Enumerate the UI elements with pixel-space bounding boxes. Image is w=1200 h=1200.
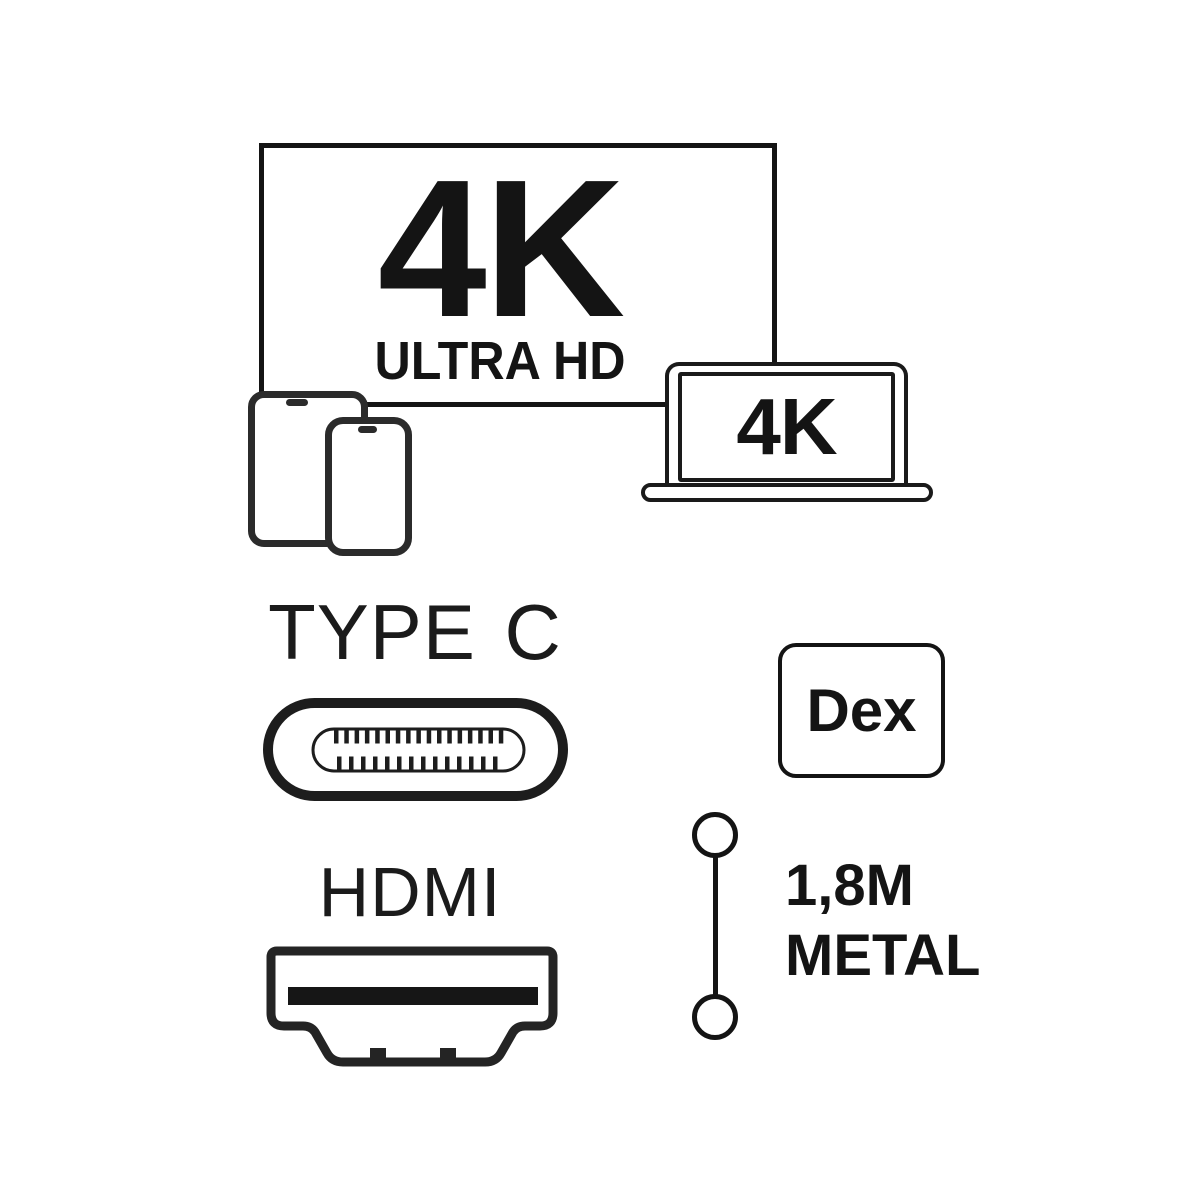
tv-ultra-hd-label: ULTRA HD — [374, 331, 626, 391]
laptop-screen: 4K — [678, 372, 895, 482]
laptop-icon: 4K — [665, 362, 908, 486]
laptop-4k-label: 4K — [736, 382, 837, 471]
phone-speaker-notch-icon — [358, 426, 377, 433]
dex-badge: Dex — [778, 643, 945, 778]
cable-line-icon — [713, 857, 718, 995]
tv-screen-icon — [259, 143, 777, 407]
hdmi-label: HDMI — [318, 853, 502, 931]
cable-end-bottom-icon — [692, 994, 738, 1040]
smartphone-icon — [325, 417, 412, 556]
hdmi-connector-icon — [266, 946, 558, 1067]
tablet-speaker-notch-icon — [286, 399, 308, 406]
usb-c-connector-icon — [263, 698, 568, 801]
dex-label: Dex — [806, 677, 917, 744]
cable-length-label: 1,8M — [785, 853, 914, 918]
tv-4k-label: 4K — [377, 139, 626, 358]
type-c-label: TYPE C — [268, 588, 562, 676]
laptop-base — [641, 483, 933, 502]
cable-end-top-icon — [692, 812, 738, 858]
cable-spec-block: 1,8M METAL — [785, 851, 980, 991]
cable-material-label: METAL — [785, 923, 981, 988]
tv-text-block: 4K ULTRA HD — [246, 139, 754, 391]
